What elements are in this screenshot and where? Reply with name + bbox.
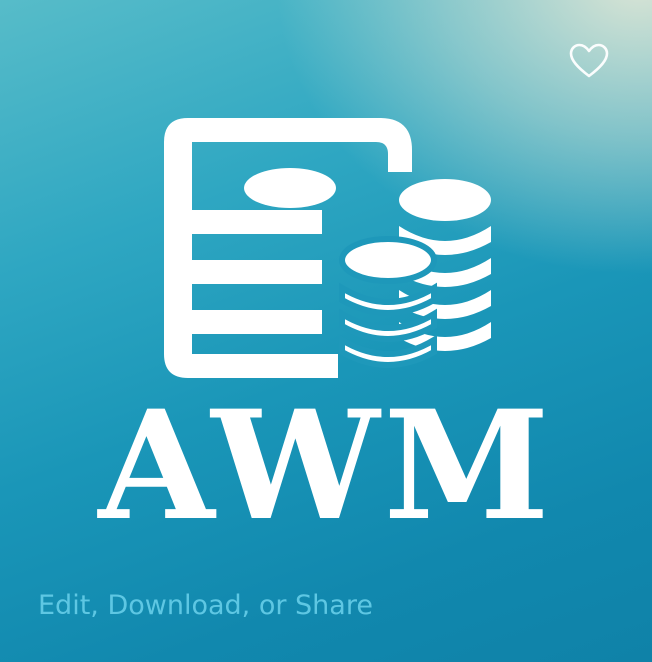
ledger-with-coin-stacks-icon bbox=[164, 118, 491, 378]
brand-name: AWM bbox=[98, 378, 554, 554]
ledger-line bbox=[192, 260, 322, 284]
coin-icon bbox=[244, 168, 336, 208]
ledger-line bbox=[192, 310, 322, 334]
ledger-line bbox=[192, 210, 322, 234]
ledger-icon bbox=[164, 118, 412, 378]
heart-outline-icon bbox=[569, 43, 609, 78]
favorite-button[interactable] bbox=[566, 40, 612, 82]
coin-stack-front-icon bbox=[339, 236, 437, 368]
coin-stack-back-icon bbox=[399, 179, 491, 351]
edit-download-share-link[interactable]: Edit, Download, or Share bbox=[38, 590, 373, 621]
